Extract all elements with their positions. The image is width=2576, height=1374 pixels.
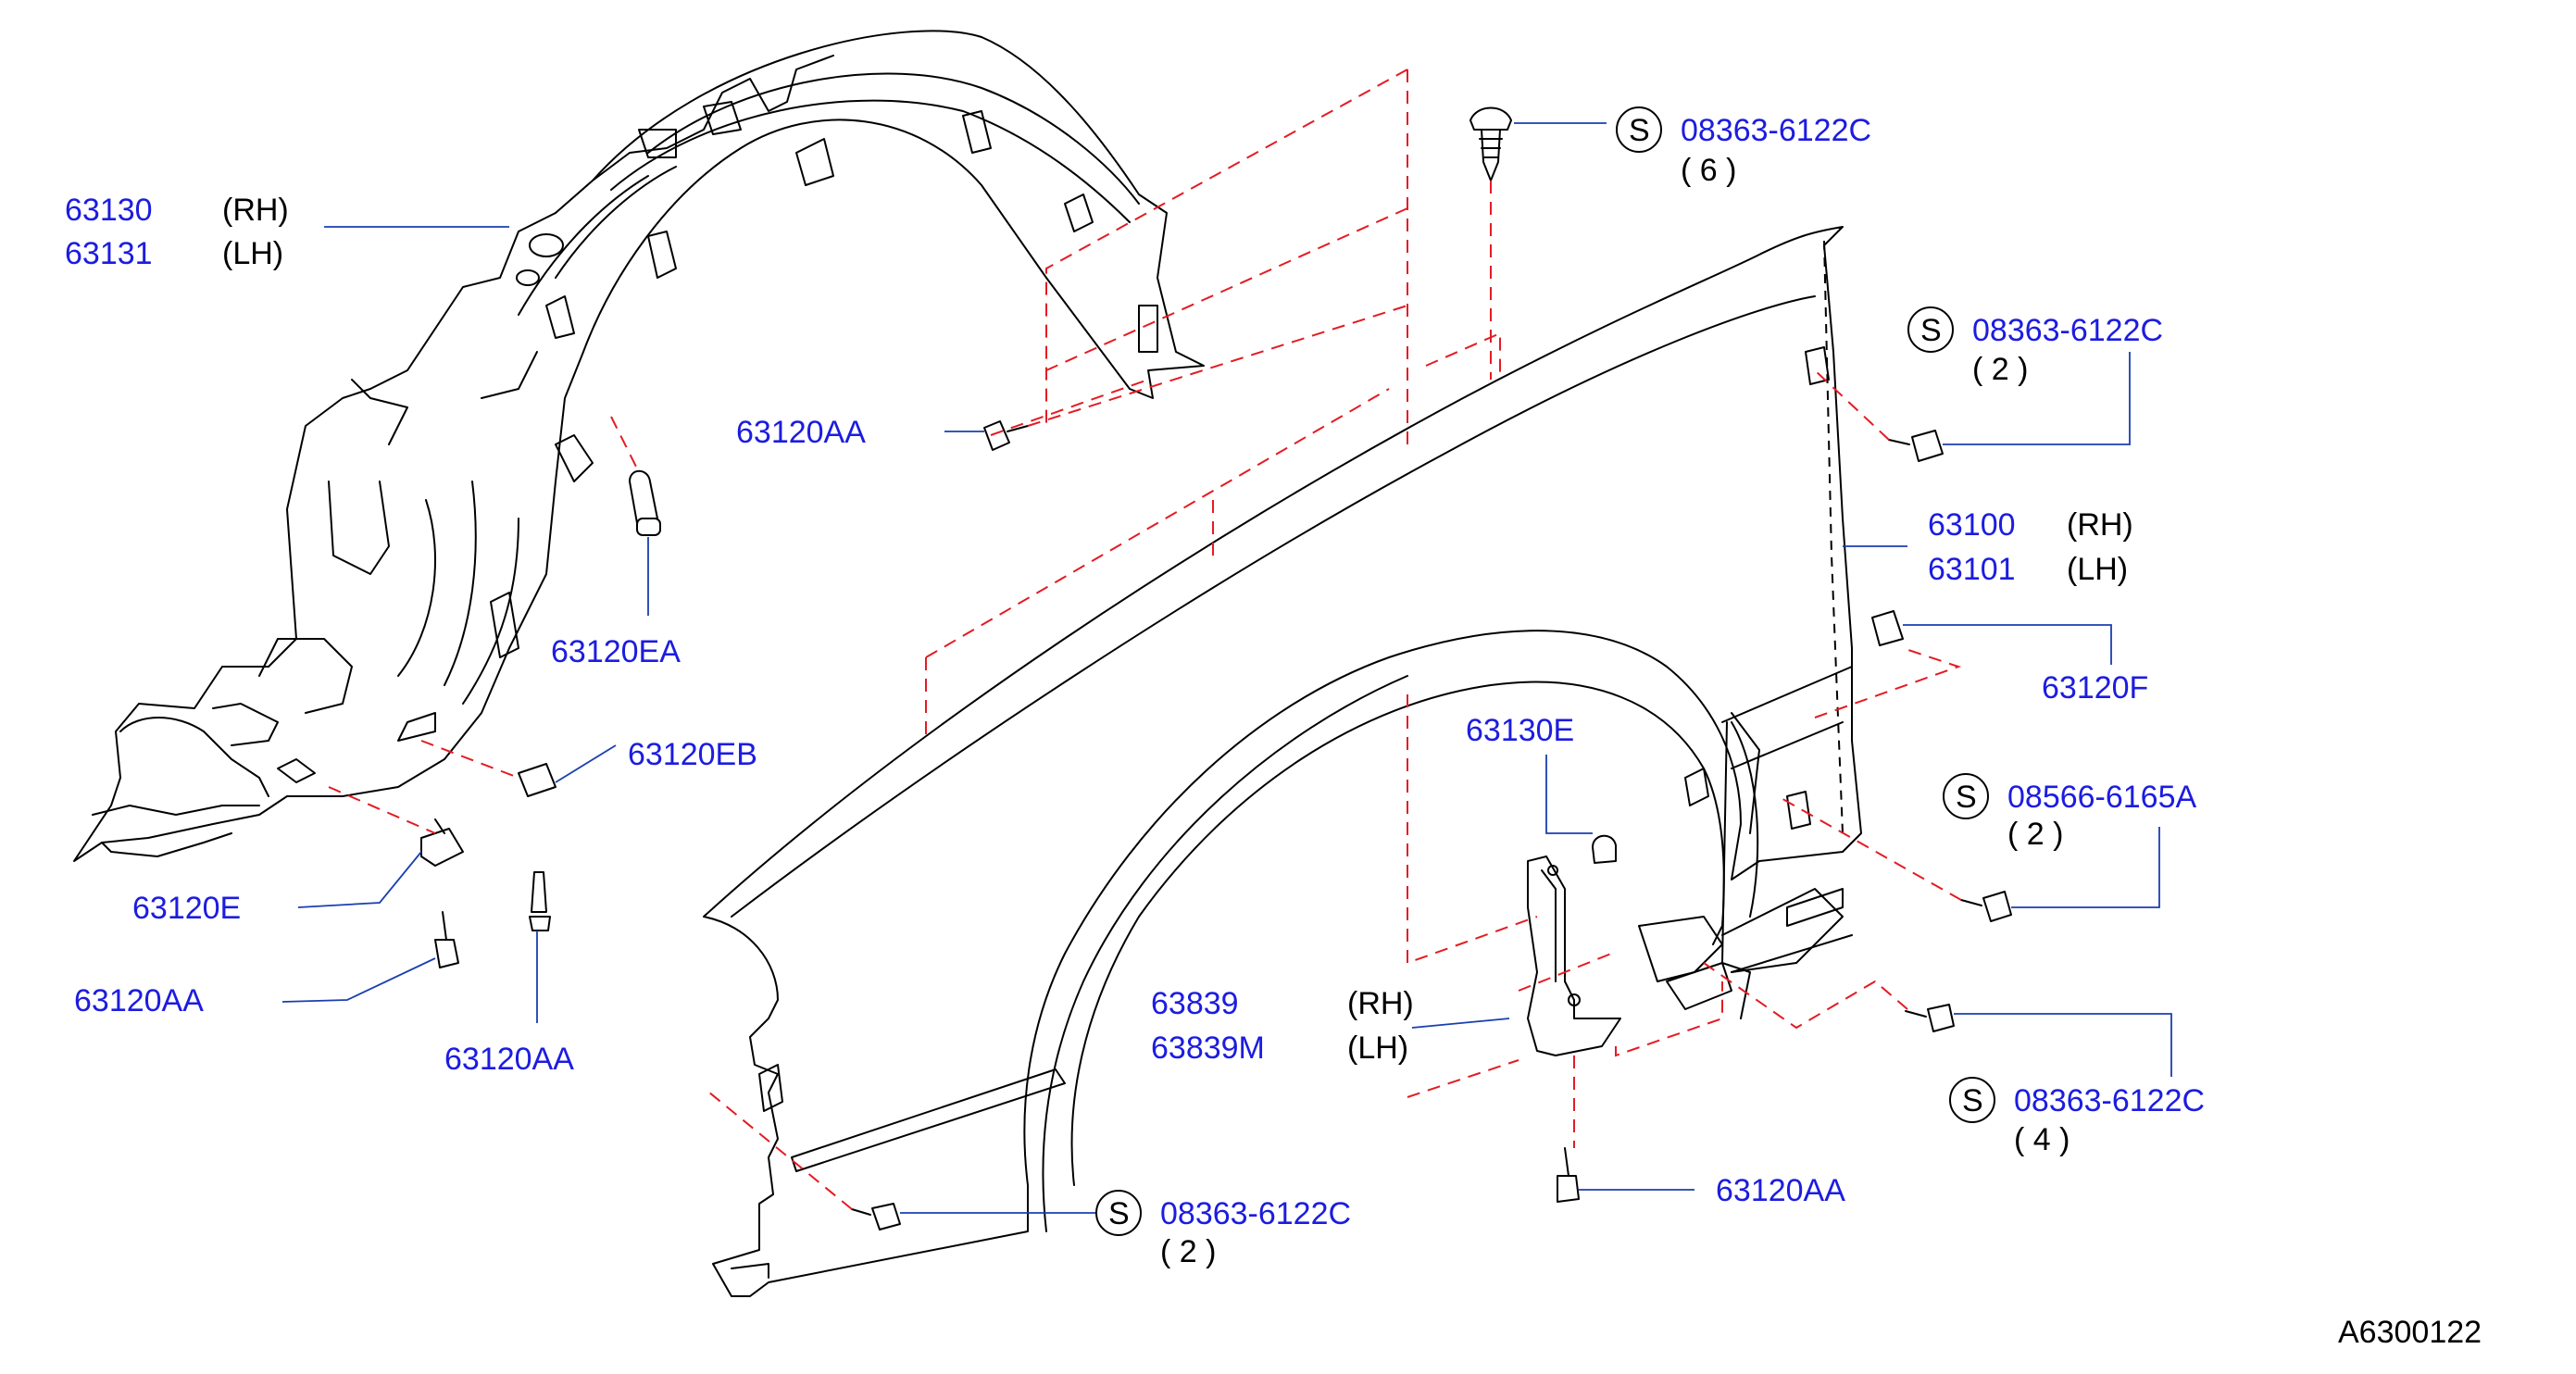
fitting-lines — [328, 69, 1962, 1210]
label-63101: 63101 — [1928, 552, 2016, 587]
label-s-top-qty: ( 6 ) — [1681, 153, 1736, 188]
label-63130-side: (RH) — [222, 193, 289, 228]
s-symbol: S — [1920, 313, 1942, 348]
label-63131: 63131 — [65, 236, 153, 271]
label-63839M-side: (LH) — [1347, 1030, 1408, 1066]
label-63130: 63130 — [65, 193, 153, 228]
label-63130E: 63130E — [1466, 713, 1574, 748]
label-63120EB: 63120EB — [628, 737, 757, 772]
label-s-top: 08363-6122C — [1681, 113, 1871, 148]
label-s-upper-right-qty: ( 2 ) — [1972, 352, 2028, 387]
leader-lines — [281, 122, 2172, 1214]
diagram-code: A6300122 — [2338, 1315, 2482, 1350]
label-s-bottom-qty: ( 2 ) — [1160, 1234, 1216, 1269]
label-63120AA-top: 63120AA — [736, 415, 866, 450]
fasteners — [420, 106, 2012, 1230]
label-63100-side: (RH) — [2067, 507, 2133, 543]
label-63131-side: (LH) — [222, 236, 283, 271]
s-callout-top: S 08363-6122C ( 6 ) — [1616, 106, 1871, 188]
label-63839: 63839 — [1151, 986, 1239, 1021]
label-63120AA-bottom: 63120AA — [444, 1042, 574, 1077]
label-s-lower-right: 08363-6122C — [2014, 1083, 2205, 1118]
s-symbol: S — [1629, 113, 1650, 148]
s-callout-upper-right: S 08363-6122C ( 2 ) — [1907, 306, 2163, 387]
label-63120F: 63120F — [2042, 670, 2148, 706]
fender-liner-drawing — [73, 30, 1205, 862]
label-s-upper-right: 08363-6122C — [1972, 313, 2163, 348]
part-labels: 63130 (RH) 63131 (LH) 63120AA 63120EA 63… — [65, 106, 2482, 1350]
s-symbol: S — [1108, 1196, 1130, 1231]
s-callout-bottom: S 08363-6122C ( 2 ) — [1095, 1190, 1351, 1269]
label-s-bottom: 08363-6122C — [1160, 1196, 1351, 1231]
fender-panel-drawing — [703, 226, 1862, 1297]
s-callout-mid-right: S 08566-6165A ( 2 ) — [1943, 773, 2197, 852]
s-symbol: S — [1962, 1083, 1983, 1118]
label-s-mid-right-qty: ( 2 ) — [2007, 817, 2063, 852]
label-s-lower-right-qty: ( 4 ) — [2014, 1122, 2070, 1157]
label-63120AA-right: 63120AA — [1716, 1173, 1845, 1208]
label-s-mid-right: 08566-6165A — [2007, 780, 2197, 815]
label-63120EA: 63120EA — [551, 634, 681, 669]
s-callout-lower-right: S 08363-6122C ( 4 ) — [1949, 1077, 2205, 1157]
label-63839-side: (RH) — [1347, 986, 1414, 1021]
mud-guard-drawing — [1527, 856, 1621, 1056]
label-63120E: 63120E — [132, 891, 241, 926]
s-symbol: S — [1956, 780, 1977, 815]
label-63839M: 63839M — [1151, 1030, 1265, 1066]
label-63101-side: (LH) — [2067, 552, 2128, 587]
label-63100: 63100 — [1928, 507, 2016, 543]
label-63120AA-left: 63120AA — [74, 983, 204, 1018]
